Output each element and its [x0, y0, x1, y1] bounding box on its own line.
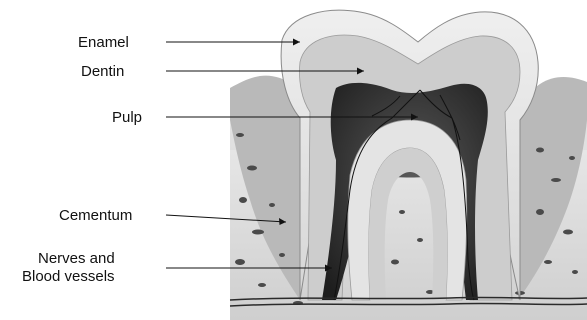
label-cementum: Cementum	[59, 207, 132, 224]
label-nerves-line1: Nerves and	[38, 250, 115, 267]
label-pulp: Pulp	[112, 109, 142, 126]
label-dentin: Dentin	[81, 63, 124, 80]
label-enamel: Enamel	[78, 34, 129, 51]
label-nerves-line2: Blood vessels	[22, 268, 115, 285]
